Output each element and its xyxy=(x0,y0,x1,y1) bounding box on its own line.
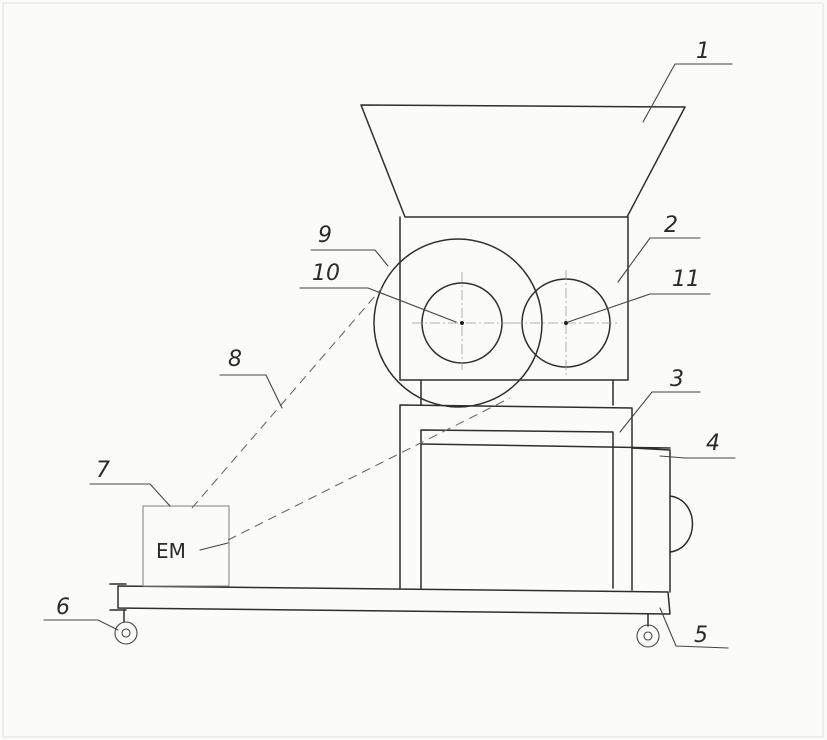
label-1: 1 xyxy=(696,39,710,64)
label-5: 5 xyxy=(694,623,708,648)
label-2: 2 xyxy=(664,213,678,238)
label-11: 11 xyxy=(672,267,700,292)
base-plate xyxy=(109,583,671,615)
crusher-housing xyxy=(399,216,629,381)
label-3: 3 xyxy=(670,367,684,392)
right-roller xyxy=(512,270,620,375)
label-8: 8 xyxy=(228,347,242,372)
left-roller xyxy=(412,272,514,370)
support-frame xyxy=(399,404,671,591)
label-7: 7 xyxy=(96,458,110,483)
label-6: 6 xyxy=(56,595,70,620)
label-10: 10 xyxy=(312,261,340,286)
right-wheel xyxy=(636,613,660,648)
large-pulley xyxy=(373,238,543,408)
label-9: 9 xyxy=(318,223,332,248)
label-4: 4 xyxy=(706,431,720,456)
motor-label: EM xyxy=(156,539,186,563)
collection-box xyxy=(631,447,694,593)
housing-mount xyxy=(420,379,614,406)
belt-drive xyxy=(191,287,511,541)
electric-motor: EM xyxy=(142,505,230,587)
left-wheel xyxy=(114,609,138,645)
hopper xyxy=(360,104,686,218)
leader-lines xyxy=(43,63,736,649)
part-numbers: 1 2 3 4 5 6 7 8 9 10 11 xyxy=(56,39,720,648)
